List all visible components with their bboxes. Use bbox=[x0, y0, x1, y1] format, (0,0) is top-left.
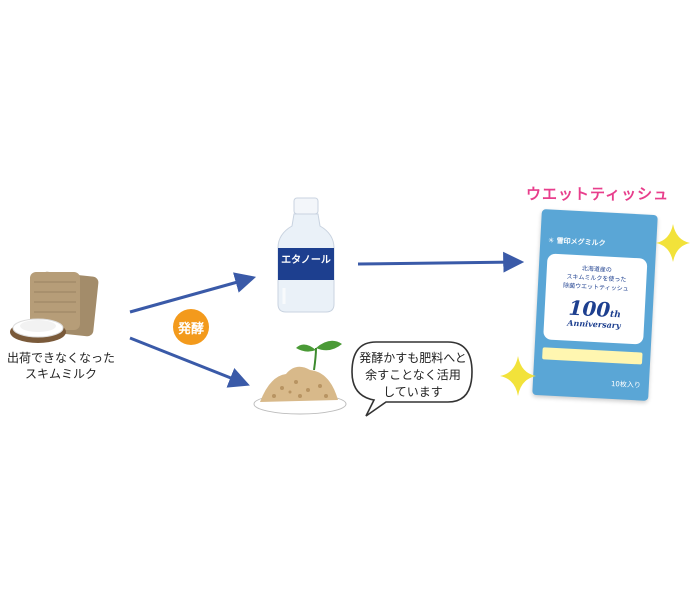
wet-tissue-package: ✳ 雪印メグミルク 北海道産の スキムミルクを使った 除菌ウエットティッシュ 1… bbox=[532, 209, 658, 401]
anniversary-mark: 100th Anniversary bbox=[544, 294, 646, 331]
skim-milk-bags-icon bbox=[10, 271, 99, 343]
speech-bubble-line3: しています bbox=[383, 385, 443, 399]
package-panel: 北海道産の スキムミルクを使った 除菌ウエットティッシュ 100th Anniv… bbox=[543, 253, 648, 345]
arrow-to-wet-tissue bbox=[357, 251, 525, 273]
anniversary-suffix: th bbox=[609, 309, 621, 321]
package-yellow-strip bbox=[542, 347, 643, 365]
skim-milk-label: 出荷できなくなった スキムミルク bbox=[6, 350, 116, 382]
package-brand: ✳ 雪印メグミルク bbox=[548, 235, 606, 248]
ethanol-bottle-label: エタノール bbox=[281, 255, 331, 266]
anniversary-word: Anniversary bbox=[567, 317, 621, 331]
fermentation-badge: 発酵 bbox=[173, 309, 209, 345]
snowflake-icon: ✳ bbox=[548, 236, 555, 245]
sparkle-icon-bottom bbox=[500, 356, 536, 396]
skim-milk-label-line1: 出荷できなくなった bbox=[6, 351, 115, 365]
fermentation-residue-icon bbox=[253, 340, 347, 415]
speech-bubble-line2: 余すことなく活用 bbox=[365, 368, 461, 382]
speech-bubble-line1: 発酵かすも肥料へと bbox=[359, 351, 467, 365]
speech-bubble-text: 発酵かすも肥料へと 余すことなく活用 しています bbox=[352, 350, 474, 401]
ethanol-bottle-icon bbox=[277, 197, 335, 313]
skim-milk-label-line2: スキムミルク bbox=[24, 367, 97, 381]
wet-tissue-title: ウエットティッシュ bbox=[526, 185, 670, 203]
package-brand-text: 雪印メグミルク bbox=[556, 236, 606, 248]
arrow-to-residue bbox=[129, 336, 250, 388]
package-count: 10枚入り bbox=[610, 379, 642, 390]
arrow-to-ethanol bbox=[129, 272, 257, 314]
sparkle-icon-top bbox=[656, 224, 690, 262]
speech-bubble bbox=[351, 341, 473, 417]
